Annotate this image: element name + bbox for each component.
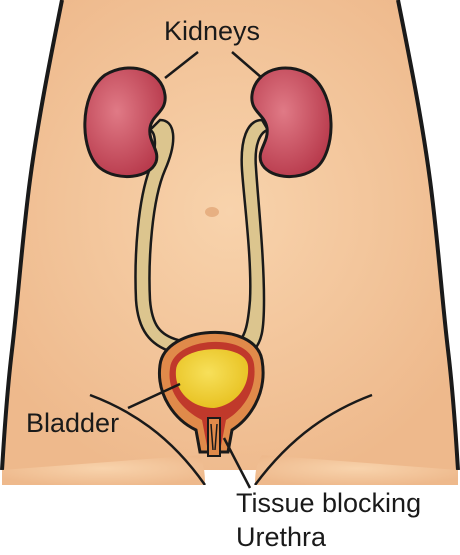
blockage-label-line2: Urethra bbox=[236, 522, 327, 552]
blockage-label-line1: Tissue blocking bbox=[236, 488, 421, 518]
urethra bbox=[208, 418, 220, 456]
kidneys-label: Kidneys bbox=[164, 16, 260, 46]
bladder-label: Bladder bbox=[26, 408, 119, 438]
navel bbox=[205, 207, 219, 217]
kidney-right bbox=[252, 68, 331, 177]
kidney-left bbox=[85, 68, 165, 177]
